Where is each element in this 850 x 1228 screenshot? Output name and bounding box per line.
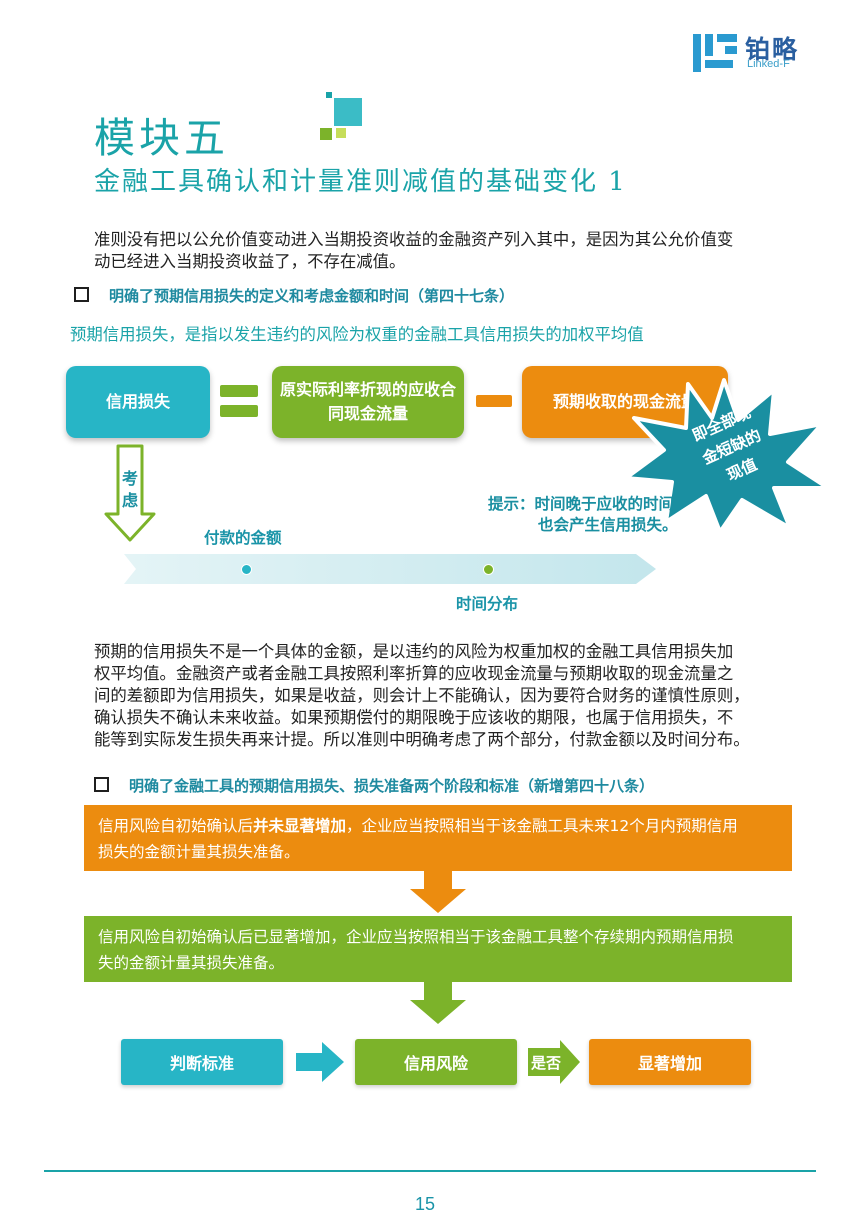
- stage1-line-2: 损失的金额计量其损失准备。: [98, 843, 300, 861]
- expected-cash-flow-label: 预期收取的现金流量: [552, 392, 697, 411]
- stage1-band: 信用风险自初始确认后并未显著增加，企业应当按照相当于该金融工具未来12个月内预期…: [84, 805, 792, 871]
- hint-line-2: 也会产生信用损失。: [538, 516, 678, 534]
- deco-square-lime: [336, 128, 346, 138]
- stage2-line-1: 信用风险自初始确认后已显著增加，企业应当按照相当于该金融工具整个存续期内预期信用…: [98, 928, 734, 946]
- module-title: 模块五: [94, 114, 229, 162]
- consider-line-2: 虑: [121, 491, 138, 510]
- section1-heading-text: 明确了预期信用损失的定义和考虑金额和时间（第四十七条）: [109, 287, 515, 305]
- footer-divider: [44, 1170, 816, 1172]
- logo-sub: Linked-F: [747, 58, 790, 70]
- hint-text: 提示：时间晚于应收的时间 也会产生信用损失。: [488, 494, 678, 536]
- body-line-1: 预期的信用损失不是一个具体的金额，是以违约的风险为权重加权的金融工具信用损失加: [94, 642, 734, 661]
- credit-risk-label: 信用风险: [403, 1054, 468, 1073]
- equals-sign: [220, 385, 258, 417]
- criteria-box: 判断标准: [121, 1039, 283, 1085]
- starburst-shape: [624, 378, 830, 532]
- stage1-line-1: 信用风险自初始确认后并未显著增加，企业应当按照相当于该金融工具未来12个月内预期…: [98, 813, 778, 839]
- credit-loss-box: 信用损失: [66, 366, 210, 438]
- hint-line-1: 提示：时间晚于应收的时间: [488, 495, 675, 513]
- credit-risk-box: 信用风险: [355, 1039, 517, 1085]
- consider-label: 考 虑: [120, 468, 140, 512]
- consider-line-1: 考: [121, 469, 138, 488]
- stage1-down-arrow-icon: [410, 871, 466, 913]
- intro-line-1: 准则没有把以公允价值变动进入当期投资收益的金融资产列入其中，是因为其公允价值变: [94, 230, 734, 249]
- contract-cash-flow-box: 原实际利率折现的应收合 同现金流量: [272, 366, 464, 438]
- significant-increase-label: 显著增加: [637, 1054, 702, 1073]
- stage2-line-2: 失的金额计量其损失准备。: [98, 954, 285, 972]
- page-subtitle: 金融工具确认和计量准则减值的基础变化 1: [94, 167, 627, 197]
- contract-flow-line-2: 同现金流量: [327, 404, 408, 423]
- criteria-right-arrow-icon: [296, 1042, 344, 1082]
- amount-label: 付款的金额: [204, 529, 282, 547]
- deco-square-green: [320, 128, 332, 140]
- consider-down-arrow-icon: [104, 444, 156, 542]
- whether-right-arrow-icon: [528, 1040, 580, 1084]
- section2-heading: 明确了金融工具的预期信用损失、损失准备两个阶段和标准（新增第四十八条）: [94, 775, 654, 796]
- timeline-dot-time: [483, 564, 494, 575]
- stage1-bold: 并未显著增加: [253, 817, 347, 835]
- stage1-pre: 信用风险自初始确认后: [98, 817, 254, 835]
- bullet-square-icon: [94, 777, 109, 792]
- linkedf-logo-icon: [693, 34, 737, 72]
- deco-square-dark: [326, 92, 332, 98]
- intro-line-2: 动已经进入当期投资收益了，不存在减值。: [94, 252, 406, 271]
- timeline-arrow: [124, 554, 656, 584]
- time-distribution-label: 时间分布: [456, 595, 519, 613]
- body-line-2: 权平均值。金融资产或者金融工具按照利率折算的应收现金流量与预期收取的现金流量之: [94, 664, 734, 683]
- contract-flow-line-1: 原实际利率折现的应收合: [279, 380, 456, 399]
- deco-square-teal: [334, 98, 362, 126]
- body-line-3: 间的差额即为信用损失，如果是收益，则会计上不能确认，因为要符合财务的谨慎性原则，: [94, 686, 750, 705]
- significant-increase-box: 显著增加: [589, 1039, 751, 1085]
- definition-text: 预期信用损失，是指以发生违约的风险为权重的金融工具信用损失的加权平均值: [70, 325, 644, 344]
- bullet-square-icon: [74, 287, 89, 302]
- criteria-label: 判断标准: [169, 1054, 234, 1073]
- stage2-down-arrow-icon: [410, 982, 466, 1024]
- stage1-post: ，企业应当按照相当于该金融工具未来12个月内预期信用: [346, 817, 738, 835]
- timeline-dot-amount: [241, 564, 252, 575]
- credit-loss-label: 信用损失: [105, 392, 170, 411]
- logo-name: 铂略: [745, 35, 800, 64]
- section1-heading: 明确了预期信用损失的定义和考虑金额和时间（第四十七条）: [74, 285, 514, 306]
- minus-sign: [476, 395, 512, 407]
- whether-label: 是否: [531, 1054, 562, 1072]
- body-line-4: 确认损失不确认未来收益。如果预期偿付的期限晚于应该收的期限，也属于信用损失，不: [94, 708, 734, 727]
- body-line-5: 能等到实际发生损失再来计提。所以准则中明确考虑了两个部分，付款金额以及时间分布。: [94, 730, 750, 749]
- intro-paragraph: 准则没有把以公允价值变动进入当期投资收益的金融资产列入其中，是因为其公允价值变 …: [94, 229, 794, 273]
- expected-cash-flow-box: 预期收取的现金流量: [522, 366, 728, 438]
- page-number: 15: [414, 1194, 436, 1214]
- stage2-band: 信用风险自初始确认后已显著增加，企业应当按照相当于该金融工具整个存续期内预期信用…: [84, 916, 792, 982]
- section2-heading-text: 明确了金融工具的预期信用损失、损失准备两个阶段和标准（新增第四十八条）: [129, 777, 655, 795]
- body-paragraph: 预期的信用损失不是一个具体的金额，是以违约的风险为权重加权的金融工具信用损失加 …: [94, 641, 814, 751]
